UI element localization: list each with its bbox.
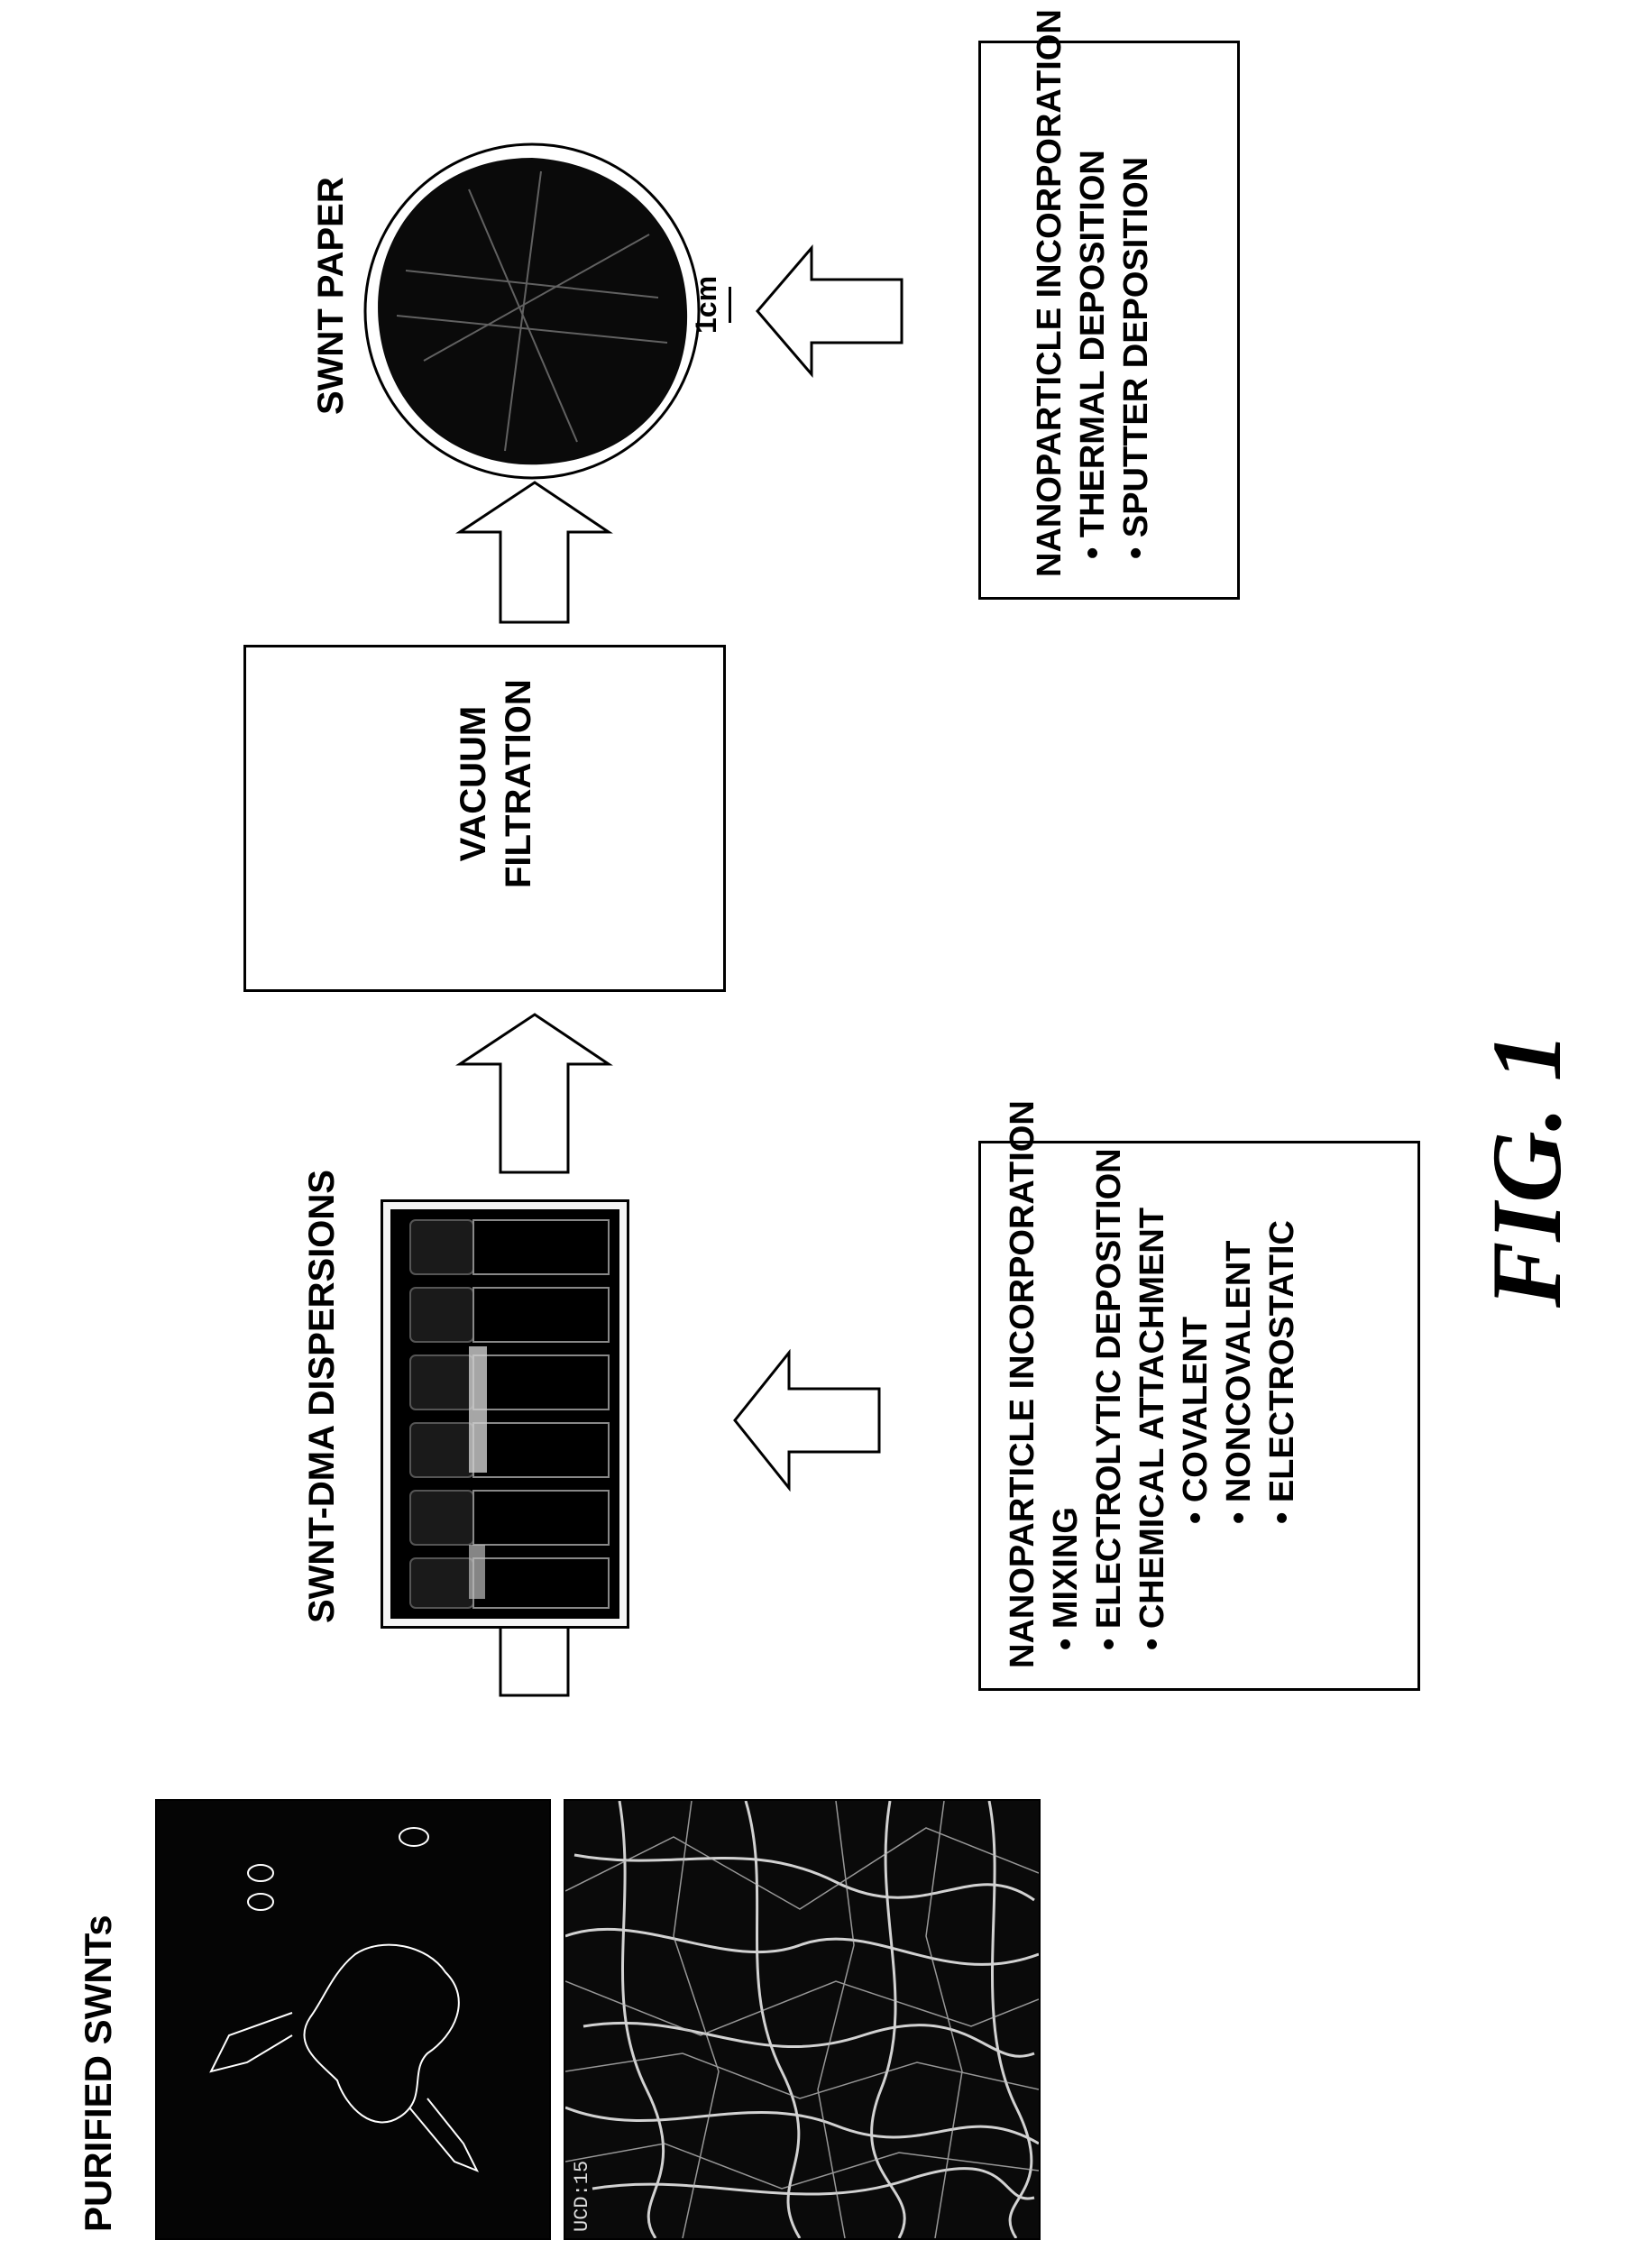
lower-item-chemical: • CHEMICAL ATTACHMENT xyxy=(1131,1100,1174,1668)
tem-image xyxy=(155,1799,551,2240)
upper-item-sputter: • SPUTTER DEPOSITION xyxy=(1115,9,1158,577)
scale-label: 1cm xyxy=(690,276,723,334)
label-swnt-paper: SWNT PAPER xyxy=(311,177,352,415)
incorporation-list-upper: NANOPARTICLE INCORPORATION • THERMAL DEP… xyxy=(1028,9,1158,577)
figure-caption: FIG. 1 xyxy=(1470,1032,1584,1308)
lower-subitem-electrostatic: • ELECTROSTATIC xyxy=(1261,1100,1304,1668)
lower-item-electrolytic: • ELECTROLYTIC DEPOSITION xyxy=(1087,1100,1131,1668)
micrograph-caption: UCD:15 xyxy=(571,2161,593,2232)
vacuum-line-2: FILTRATION xyxy=(496,679,541,888)
dispersions-photo xyxy=(381,1199,629,1629)
vacuum-filtration-label: VACUUM FILTRATION xyxy=(451,679,541,888)
label-swnt-dma-dispersions: SWNT-DMA DISPERSIONS xyxy=(302,1170,343,1623)
lower-item-mixing: • MIXING xyxy=(1044,1100,1087,1668)
sem-image: UCD:15 xyxy=(564,1799,1041,2240)
incorporation-list-lower: NANOPARTICLE INCORPORATION • MIXING • EL… xyxy=(1001,1100,1304,1668)
upper-heading: NANOPARTICLE INCORPORATION xyxy=(1028,9,1071,577)
upper-item-thermal: • THERMAL DEPOSITION xyxy=(1071,9,1115,577)
vacuum-line-1: VACUUM xyxy=(451,679,496,888)
lower-subitem-covalent: • COVALENT xyxy=(1174,1100,1217,1668)
lower-subitem-noncovalent: • NONCOVALENT xyxy=(1217,1100,1261,1668)
lower-heading: NANOPARTICLE INCORPORATION xyxy=(1001,1100,1044,1668)
scale-bar xyxy=(729,287,731,323)
label-purified-swnts: PURIFIED SWNTs xyxy=(77,1914,120,2232)
